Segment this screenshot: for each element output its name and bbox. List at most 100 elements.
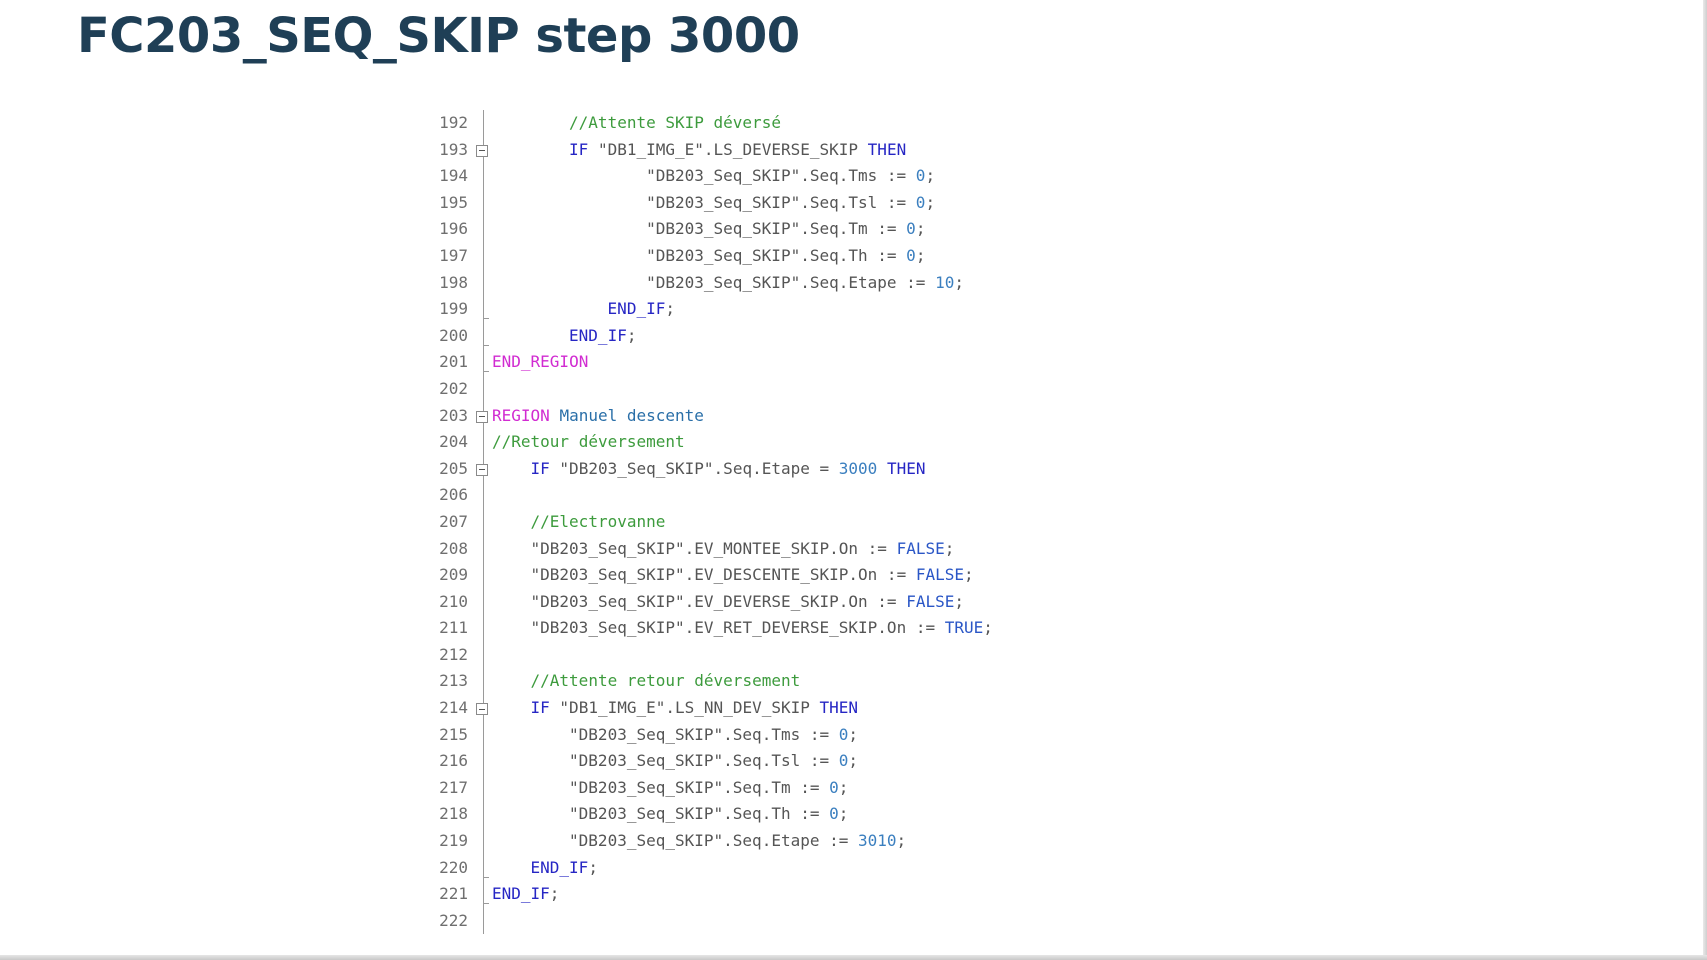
code-token-plain (877, 459, 887, 478)
code-text[interactable]: END_REGION (492, 349, 588, 376)
slide-right-edge (1703, 0, 1707, 960)
code-line: 204//Retour déversement (420, 429, 1180, 456)
code-token-plain: .Seq.Th := (800, 245, 907, 265)
code-line: 205 IF "DB203_Seq_SKIP".Seq.Etape = 3000 … (420, 455, 1180, 483)
code-line: 194 "DB203_Seq_SKIP".Seq.Tms := 0; (420, 163, 1180, 190)
collapse-minus-icon[interactable] (476, 144, 488, 157)
code-token-plain: ; (588, 857, 598, 877)
code-token-comment: //Attente SKIP déversé (569, 113, 781, 132)
code-text[interactable]: "DB203_Seq_SKIP".EV_RET_DEVERSE_SKIP.On … (531, 615, 993, 642)
line-number: 193 (439, 139, 468, 159)
code-token-plain: ; (944, 538, 955, 558)
slide-title: FC203_SEQ_SKIP step 3000 (77, 8, 800, 64)
code-text[interactable]: "DB203_Seq_SKIP".EV_DEVERSE_SKIP.On := F… (531, 589, 965, 616)
line-number: 203 (439, 405, 468, 425)
line-number: 192 (439, 113, 468, 132)
code-token-string: "DB203_Seq_SKIP" (569, 804, 724, 824)
code-token-comment: //Attente retour déversement (530, 671, 801, 691)
code-text[interactable]: REGION Manuel descente (492, 403, 704, 430)
code-text[interactable]: END_IF; (531, 855, 598, 882)
line-number: 197 (439, 245, 468, 265)
code-token-keyword: THEN (819, 698, 859, 718)
code-token-plain: .Seq.Tsl := (800, 192, 916, 212)
code-text[interactable]: "DB203_Seq_SKIP".Seq.Tm := 0; (646, 216, 925, 243)
code-text[interactable]: "DB203_Seq_SKIP".Seq.Tms := 0; (646, 163, 935, 190)
code-token-plain: ; (848, 751, 859, 771)
code-token-keyword: THEN (867, 139, 907, 159)
code-line: 208"DB203_Seq_SKIP".EV_MONTEE_SKIP.On :=… (420, 535, 1180, 563)
collapse-minus-icon[interactable] (476, 410, 488, 423)
code-text[interactable]: END_IF; (608, 296, 675, 323)
code-text[interactable]: END_IF; (492, 881, 559, 908)
code-text[interactable]: IF "DB1_IMG_E".LS_NN_DEV_SKIP THEN (531, 695, 859, 722)
line-number: 216 (439, 751, 468, 771)
collapse-minus-icon[interactable] (476, 463, 488, 476)
code-text[interactable]: END_IF; (569, 323, 636, 350)
code-token-string: "DB203_Seq_SKIP" (646, 245, 801, 265)
code-token-string: "DB203_Seq_SKIP" (646, 272, 801, 292)
line-number: 205 (439, 458, 468, 478)
code-token-number: 3000 (838, 458, 878, 478)
code-token-plain: ; (954, 591, 965, 611)
code-token-string: "DB203_Seq_SKIP" (530, 538, 685, 558)
line-number: 200 (439, 325, 468, 345)
code-token-string: "DB203_Seq_SKIP" (569, 777, 724, 797)
fold-guide-line (483, 535, 484, 563)
code-text[interactable]: "DB203_Seq_SKIP".Seq.Tsl := 0; (569, 748, 858, 775)
code-token-string: "DB203_Seq_SKIP" (530, 591, 685, 611)
code-token-const: FALSE (896, 538, 945, 558)
code-token-string: "DB203_Seq_SKIP" (646, 166, 801, 186)
code-token-const: FALSE (915, 565, 964, 585)
fold-end-marker (483, 371, 489, 373)
code-text[interactable]: "DB203_Seq_SKIP".Seq.Tsl := 0; (646, 190, 935, 217)
code-line: 200 END_IF; (420, 322, 1180, 350)
code-text[interactable]: "DB203_Seq_SKIP".EV_DESCENTE_SKIP.On := … (531, 562, 974, 589)
line-number: 212 (439, 644, 468, 664)
code-text[interactable]: //Attente SKIP déversé (569, 110, 781, 137)
code-line: 197 "DB203_Seq_SKIP".Seq.Th := 0; (420, 242, 1180, 270)
code-token-plain: ; (983, 618, 993, 638)
code-line: 193 IF "DB1_IMG_E".LS_DEVERSE_SKIP THEN (420, 136, 1180, 164)
code-text[interactable]: "DB203_Seq_SKIP".Seq.Tm := 0; (569, 775, 848, 802)
fold-guide-line (483, 641, 484, 669)
code-text[interactable]: "DB203_Seq_SKIP".EV_MONTEE_SKIP.On := FA… (531, 536, 955, 563)
collapse-minus-icon[interactable] (476, 703, 488, 716)
code-text[interactable]: IF "DB1_IMG_E".LS_DEVERSE_SKIP THEN (569, 137, 906, 164)
code-line: 206 (420, 482, 1180, 509)
code-line: 207//Electrovanne (420, 508, 1180, 536)
code-text[interactable]: //Electrovanne (531, 509, 666, 536)
code-text[interactable]: //Retour déversement (492, 429, 685, 456)
fold-guide-line (483, 375, 484, 403)
code-token-const: TRUE (944, 618, 984, 638)
fold-guide-line (483, 854, 484, 882)
code-token-plain: ; (964, 565, 974, 585)
code-token-number: 3010 (858, 831, 897, 851)
line-number: 194 (439, 166, 468, 186)
code-token-keyword: IF (530, 458, 560, 478)
code-token-plain: .LS_DEVERSE_SKIP (703, 139, 868, 159)
code-line: 216 "DB203_Seq_SKIP".Seq.Tsl := 0; (420, 748, 1180, 775)
code-text[interactable]: "DB203_Seq_SKIP".Seq.Tms := 0; (569, 722, 858, 749)
line-number: 196 (439, 219, 468, 239)
code-text[interactable]: //Attente retour déversement (531, 668, 801, 695)
code-token-string: "DB203_Seq_SKIP" (559, 458, 714, 478)
code-line: 209"DB203_Seq_SKIP".EV_DESCENTE_SKIP.On … (420, 562, 1180, 589)
code-editor[interactable]: 192 //Attente SKIP déversé 193 IF "DB1_IMG_… (420, 110, 1180, 935)
code-line: 210"DB203_Seq_SKIP".EV_DEVERSE_SKIP.On :… (420, 588, 1180, 616)
code-text[interactable]: "DB203_Seq_SKIP".Seq.Th := 0; (569, 801, 848, 828)
fold-guide-line (483, 801, 484, 829)
code-token-plain: ; (925, 166, 936, 186)
code-text[interactable]: "DB203_Seq_SKIP".Seq.Th := 0; (646, 243, 925, 270)
code-line: 198"DB203_Seq_SKIP".Seq.Etape := 10; (420, 269, 1180, 297)
code-token-plain: .EV_MONTEE_SKIP.On := (684, 538, 897, 558)
fold-guide-line (483, 349, 484, 376)
code-text[interactable]: "DB203_Seq_SKIP".Seq.Etape := 10; (646, 270, 964, 297)
code-text[interactable]: "DB203_Seq_SKIP".Seq.Etape := 3010; (569, 828, 906, 855)
line-number: 217 (439, 777, 468, 797)
fold-guide-line (483, 242, 484, 270)
code-token-comment: //Retour déversement (492, 432, 685, 452)
code-token-keyword: IF (569, 139, 598, 159)
fold-guide-line (483, 907, 484, 935)
code-text[interactable]: IF "DB203_Seq_SKIP".Seq.Etape = 3000 THE… (531, 456, 926, 483)
